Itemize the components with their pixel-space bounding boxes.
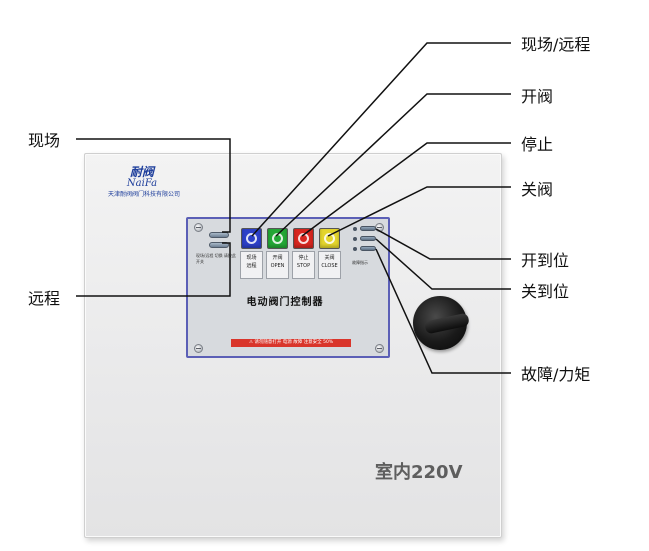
local-remote-button[interactable]	[241, 228, 262, 249]
warning-strip: ⚠ 请勿随意打开 电源 故障 注意安全 50%	[231, 339, 351, 347]
callout-close-limit: 关到位	[521, 282, 570, 301]
leader-open-valve	[275, 93, 511, 237]
panel-screw-bottom-left	[194, 344, 203, 353]
leader-fault-torque	[375, 248, 511, 374]
company-name: 天津耐阀阀门科技有限公司	[107, 191, 180, 198]
brand-logo-mark: 耐阀	[129, 165, 154, 179]
leader-local-remote	[251, 42, 511, 237]
callout-local: 现场	[28, 131, 61, 150]
model-text: 室内220V	[375, 462, 463, 483]
local-remote-label: 现场远程	[240, 251, 263, 279]
callout-open-limit: 开到位	[521, 251, 570, 270]
leader-stop	[301, 142, 511, 237]
close-limit-dot	[353, 237, 357, 241]
panel-screw-top-left	[194, 223, 203, 232]
callout-fault-torque: 故障/力矩	[521, 365, 591, 384]
callout-open-valve: 开阀	[521, 87, 554, 106]
remote-indicator	[209, 242, 229, 248]
leader-open-limit	[375, 228, 511, 260]
panel-left-note: 现场/远程 切换 请按此开关	[196, 253, 236, 264]
callout-stop: 停止	[521, 135, 554, 154]
callout-close-valve: 关阀	[521, 180, 554, 199]
open-limit-light	[360, 226, 376, 231]
callout-local-remote: 现场/远程	[521, 35, 591, 54]
callout-remote: 远程	[28, 289, 61, 308]
leader-close-valve	[327, 186, 511, 237]
brand-logo-latin: NaiFa	[126, 178, 158, 189]
leader-close-limit	[375, 238, 511, 290]
panel-title: 电动阀门控制器	[246, 297, 324, 308]
leader-remote	[76, 242, 231, 297]
panel-right-note: 故障指示	[352, 260, 368, 265]
close-limit-light	[360, 236, 376, 241]
leader-local	[76, 138, 231, 233]
open-limit-dot	[353, 227, 357, 231]
panel-screw-bottom-right	[375, 344, 384, 353]
fault-dot	[353, 247, 357, 251]
local-indicator	[209, 232, 229, 238]
fault-light	[360, 246, 376, 251]
